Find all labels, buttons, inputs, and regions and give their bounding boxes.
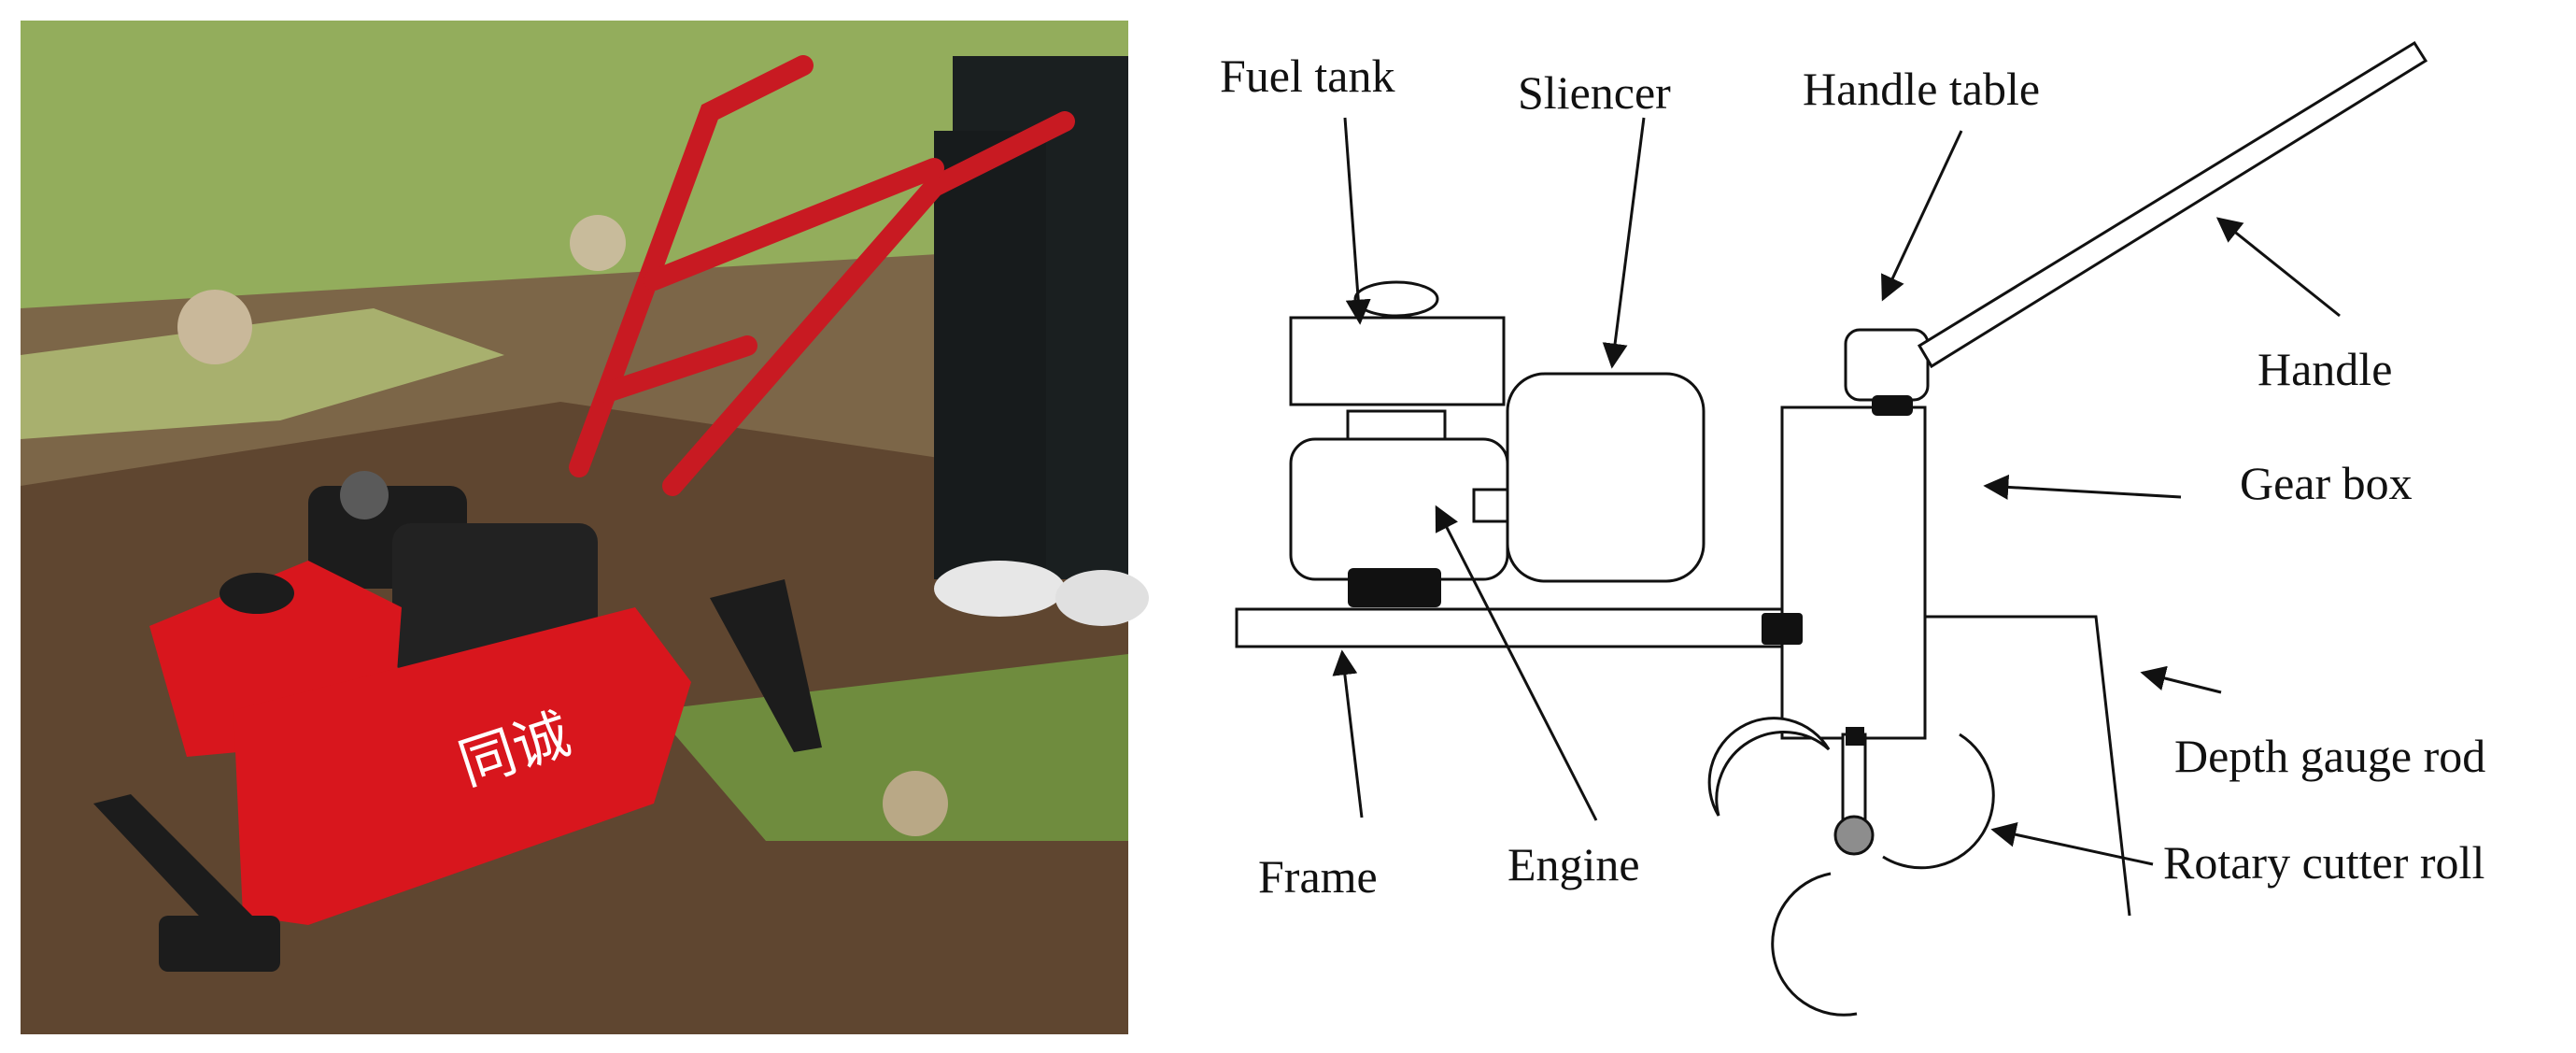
tiller-handlebar bbox=[569, 55, 1075, 496]
depth-gauge-rod-shape bbox=[1925, 615, 2131, 917]
frame-joint-block bbox=[1762, 613, 1803, 645]
label-handle-table: Handle table bbox=[1803, 63, 2040, 115]
arrow-depth-gauge-rod bbox=[2140, 665, 2222, 694]
label-engine: Engine bbox=[1507, 838, 1640, 890]
handle-shape bbox=[1917, 40, 2428, 369]
handle-table-pin bbox=[1872, 395, 1913, 416]
cutter-blade-left bbox=[1707, 717, 1831, 817]
arrow-handle bbox=[2215, 217, 2341, 318]
arrow-fuel-tank bbox=[1343, 117, 1371, 325]
label-depth-gauge-rod: Depth gauge rod bbox=[2174, 730, 2485, 782]
arrow-engine bbox=[1435, 505, 1598, 821]
label-gear-box: Gear box bbox=[2240, 457, 2413, 509]
arrow-handle-table bbox=[1881, 130, 1963, 302]
label-silencer: Sliencer bbox=[1518, 66, 1671, 119]
label-fuel-tank: Fuel tank bbox=[1220, 50, 1394, 102]
silencer-shape bbox=[1506, 372, 1706, 583]
arrow-frame bbox=[1332, 649, 1364, 818]
fuel-tank-cap bbox=[1353, 280, 1439, 318]
gear-box-shape bbox=[1780, 406, 1927, 740]
arrow-silencer bbox=[1602, 117, 1646, 369]
tiller-diagram: Fuel tank Sliencer Handle table Handle G… bbox=[1220, 40, 2485, 1017]
arrow-rotary-cutter-roll bbox=[1990, 821, 2154, 866]
cutter-blade-bottom bbox=[1771, 872, 1858, 1017]
fuel-neck-shape bbox=[1346, 409, 1447, 441]
rotary-cutter-roll-shape bbox=[1707, 717, 1995, 1017]
fuel-tank-shape bbox=[1289, 316, 1506, 406]
label-rotary-cutter-roll: Rotary cutter roll bbox=[2163, 836, 2484, 889]
tiller-body: 同诚 bbox=[149, 561, 691, 925]
label-frame: Frame bbox=[1258, 850, 1378, 903]
frame-shape bbox=[1235, 607, 1787, 648]
cutter-blade-right bbox=[1882, 733, 1995, 870]
handle-table-shape bbox=[1844, 328, 1930, 402]
label-handle: Handle bbox=[2258, 343, 2392, 395]
shaft-pin bbox=[1846, 727, 1864, 746]
tiller-frame-front bbox=[93, 579, 822, 972]
arrow-gear-box bbox=[1983, 474, 2182, 500]
cutter-hub bbox=[1833, 815, 1875, 856]
tiller-photo: 同诚 bbox=[0, 0, 1149, 1053]
engine-mount-block bbox=[1348, 568, 1441, 607]
